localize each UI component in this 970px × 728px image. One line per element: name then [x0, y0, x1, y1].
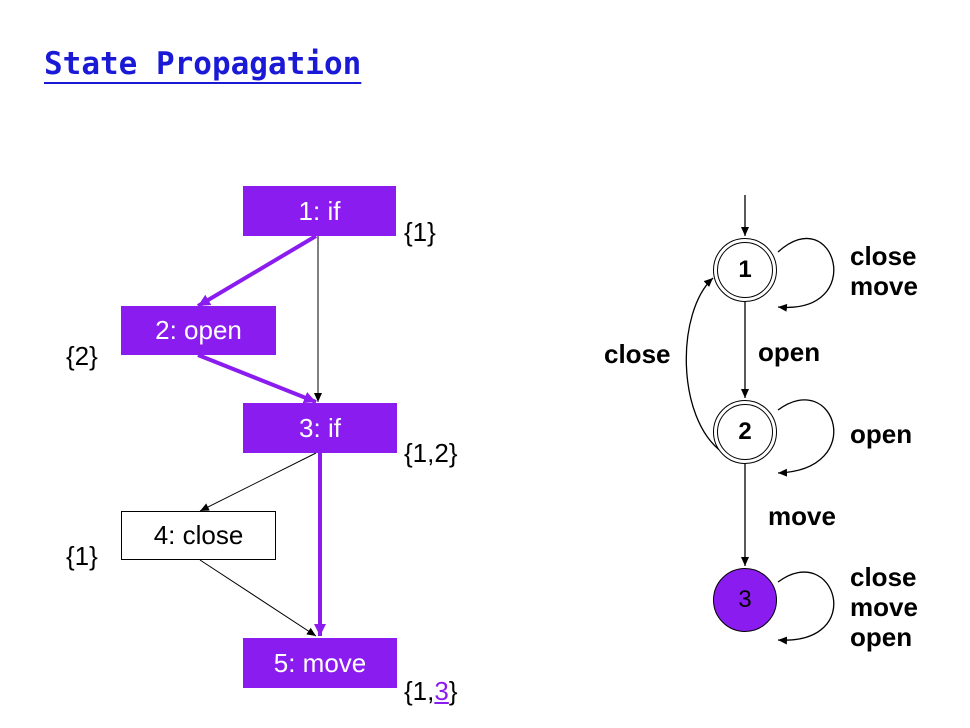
set-label-node-5-prefix: {1, — [404, 676, 435, 706]
fsm-state-3: 3 — [713, 568, 777, 632]
fsm-label-s3-self-c: open — [850, 622, 913, 652]
set-label-node-4: {1} — [66, 541, 98, 571]
fsm-label-s3-self-a: close — [850, 562, 917, 592]
cfg-node-2: 2: open — [121, 306, 276, 355]
cfg-node-5: 5: move — [243, 638, 397, 688]
fsm-state-2: 2 — [713, 400, 777, 464]
fsm-edge-2-1 — [685, 277, 723, 453]
fsm-label-s1-self-b: move — [850, 271, 918, 301]
fsm-label-s2-to-s1: close — [604, 339, 671, 369]
edge-1-2 — [196, 234, 318, 308]
fsm-label-s2-self: open — [850, 419, 913, 449]
set-label-node-5: {1,3} — [404, 676, 458, 707]
cfg-node-3: 3: if — [243, 403, 397, 453]
set-label-node-1: {1} — [404, 217, 436, 247]
set-label-node-5-suffix: } — [448, 676, 458, 706]
fsm-loop-3 — [777, 571, 835, 645]
fsm-loop-2 — [777, 399, 835, 477]
fsm-label-s3-self-b: move — [850, 592, 918, 622]
fsm-label-s2-to-s3: move — [768, 501, 836, 531]
page-title: State Propagation — [44, 46, 362, 82]
fsm-label-s1-to-s2: open — [758, 337, 821, 367]
edge-3-4 — [199, 452, 317, 512]
new-state-highlight: 3 — [434, 676, 449, 706]
edge-2-3 — [197, 353, 317, 404]
set-label-node-3: {1,2} — [404, 438, 458, 468]
fsm-label-s1-self-a: close — [850, 241, 917, 271]
set-label-node-2: {2} — [66, 341, 98, 371]
edge-4-5 — [199, 559, 317, 637]
fsm-state-1: 1 — [713, 238, 777, 302]
cfg-node-1: 1: if — [243, 186, 396, 236]
fsm-loop-1 — [777, 237, 835, 312]
cfg-node-4: 4: close — [121, 511, 276, 560]
